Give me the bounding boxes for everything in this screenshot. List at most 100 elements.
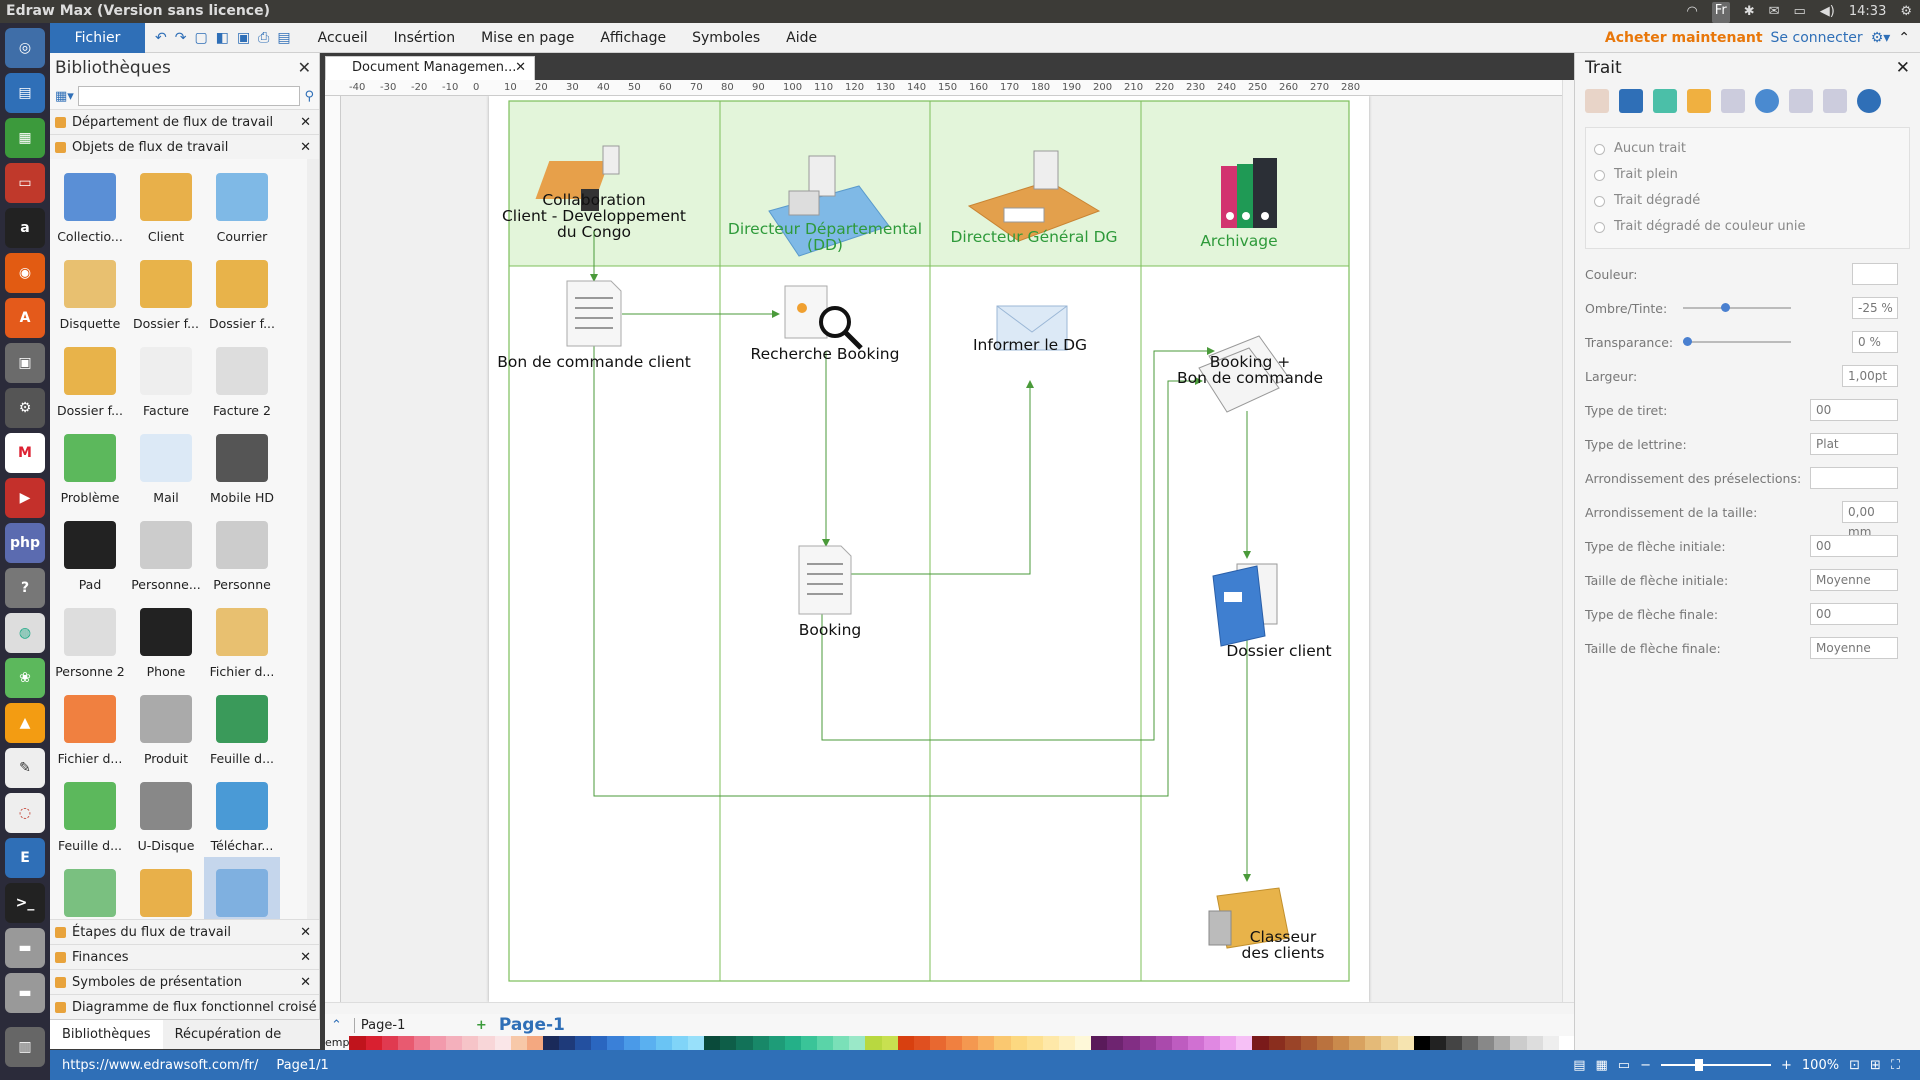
php-icon[interactable]: php xyxy=(5,523,45,563)
shape-item[interactable]: Mail xyxy=(128,422,204,509)
system-settings-icon[interactable]: ⚙ xyxy=(5,388,45,428)
file-menu[interactable]: Fichier xyxy=(50,22,145,53)
palette-swatch[interactable] xyxy=(1316,1036,1334,1050)
help-icon[interactable] xyxy=(1857,89,1881,113)
trait-property-control[interactable]: -25 % xyxy=(1852,297,1898,319)
page-tab-active[interactable]: Page-1 xyxy=(498,1015,565,1035)
clock[interactable]: 14:33 xyxy=(1848,4,1887,19)
category-objets[interactable]: Objets de flux de travail✕ xyxy=(50,134,319,159)
palette-swatch[interactable] xyxy=(655,1036,672,1050)
volume-icon[interactable]: ◀) xyxy=(1819,4,1835,19)
shape-item[interactable]: Collectio... xyxy=(52,161,128,248)
keyboard-language[interactable]: Fr xyxy=(1711,2,1730,23)
palette-swatch[interactable] xyxy=(1139,1036,1156,1050)
palette-swatch[interactable] xyxy=(720,1036,737,1050)
shape-item[interactable]: Phone xyxy=(128,596,204,683)
palette-swatch[interactable] xyxy=(1268,1036,1285,1050)
palette-swatch[interactable] xyxy=(752,1036,769,1050)
edraw-icon[interactable]: E xyxy=(5,838,45,878)
palette-swatch[interactable] xyxy=(1123,1036,1140,1050)
youtube-icon[interactable]: ▶ xyxy=(5,478,45,518)
amazon-icon[interactable]: a xyxy=(5,208,45,248)
color-palette[interactable]: emp xyxy=(325,1036,1575,1050)
page-select[interactable]: Page-1 xyxy=(353,1017,464,1033)
trait-property-control[interactable]: 0,00 mm xyxy=(1842,501,1898,539)
palette-swatch[interactable] xyxy=(913,1036,930,1050)
horizontal-scrollbar[interactable] xyxy=(325,1002,1574,1014)
shape-item[interactable]: Personne... xyxy=(128,509,204,596)
palette-swatch[interactable] xyxy=(1478,1036,1495,1050)
menu-mise-en-page[interactable]: Mise en page xyxy=(481,29,575,46)
palette-swatch[interactable] xyxy=(962,1036,979,1050)
palette-swatch[interactable] xyxy=(1075,1036,1092,1050)
node-informer-dg[interactable]: Informer le DG xyxy=(973,336,1087,354)
palette-swatch[interactable] xyxy=(946,1036,963,1050)
view-normal-icon[interactable]: ▤ xyxy=(1573,1057,1586,1073)
node-dossier-client[interactable]: Dossier client xyxy=(1226,642,1331,660)
shape-item[interactable]: Dossier f... xyxy=(52,335,128,422)
close-library-icon[interactable]: ✕ xyxy=(297,58,311,77)
pdf-icon[interactable]: ◌ xyxy=(5,793,45,833)
shape-item[interactable]: Problème xyxy=(52,422,128,509)
help-icon[interactable]: ? xyxy=(5,568,45,608)
palette-swatch[interactable] xyxy=(1381,1036,1398,1050)
drive-icon[interactable]: ▬ xyxy=(5,928,45,968)
trash-icon[interactable]: ▥ xyxy=(5,1027,45,1067)
shape-item[interactable]: Fichier d... xyxy=(52,683,128,770)
palette-swatch[interactable] xyxy=(800,1036,818,1050)
terminal-icon[interactable]: >_ xyxy=(5,883,45,923)
palette-swatch[interactable] xyxy=(1526,1036,1543,1050)
firefox-icon[interactable]: ◉ xyxy=(5,253,45,293)
shape-item[interactable]: Dossier f... xyxy=(128,248,204,335)
palette-swatch[interactable] xyxy=(929,1036,947,1050)
software-center-icon[interactable]: A xyxy=(5,298,45,338)
category-presentation[interactable]: Symboles de présentation✕ xyxy=(50,969,319,994)
presentation-icon[interactable]: ▭ xyxy=(1617,1057,1631,1073)
palette-swatch[interactable] xyxy=(817,1036,834,1050)
category-etapes[interactable]: Étapes du flux de travail✕ xyxy=(50,919,319,944)
line-icon[interactable] xyxy=(1619,89,1643,113)
palette-swatch[interactable] xyxy=(430,1036,447,1050)
palette-swatch[interactable] xyxy=(526,1036,543,1050)
trait-property-control[interactable] xyxy=(1810,467,1898,489)
option-trait-degrade-unie[interactable]: Trait dégradé de couleur unie xyxy=(1586,214,1909,240)
close-document-icon[interactable]: ✕ xyxy=(515,60,526,75)
fullscreen-icon[interactable]: ⛶ xyxy=(1890,1057,1900,1073)
fit-width-icon[interactable]: ⊞ xyxy=(1869,1057,1881,1073)
palette-swatch[interactable] xyxy=(1042,1036,1059,1050)
new-icon[interactable]: ▢ xyxy=(194,29,208,46)
menu-affichage[interactable]: Affichage xyxy=(600,29,667,46)
trait-property-control[interactable]: 00 xyxy=(1810,535,1898,557)
close-category-icon[interactable]: ✕ xyxy=(300,140,311,155)
search-icon[interactable]: ⚲ xyxy=(304,88,314,104)
fit-page-icon[interactable]: ⊡ xyxy=(1849,1057,1860,1073)
palette-swatch[interactable] xyxy=(784,1036,801,1050)
calc-icon[interactable]: ▦ xyxy=(5,118,45,158)
website-link[interactable]: https://www.edrawsoft.com/fr/ xyxy=(62,1057,259,1073)
connector[interactable] xyxy=(841,380,1034,575)
palette-swatch[interactable] xyxy=(1365,1036,1382,1050)
spring-icon[interactable]: ❀ xyxy=(5,658,45,698)
close-category-icon[interactable]: ✕ xyxy=(300,950,311,965)
document-tab[interactable]: Document Managemen... ✕ xyxy=(325,56,535,80)
trait-property-control[interactable]: 00 xyxy=(1810,399,1898,421)
shape-item[interactable]: Utilisateur xyxy=(128,857,204,919)
palette-swatch[interactable] xyxy=(1155,1036,1172,1050)
shape-item[interactable]: Téléchar... xyxy=(52,857,128,919)
connector[interactable] xyxy=(593,346,1203,797)
node-booking-bon[interactable]: Booking +Bon de commande xyxy=(1177,353,1323,387)
node-booking[interactable]: Booking xyxy=(799,621,862,639)
trait-property-control[interactable]: 1,00pt xyxy=(1842,365,1898,387)
settings-gear-icon[interactable]: ⚙ xyxy=(1900,4,1912,19)
save-icon[interactable]: ▣ xyxy=(236,29,251,46)
zoom-in-icon[interactable]: + xyxy=(1781,1057,1792,1073)
palette-swatch[interactable] xyxy=(1026,1036,1043,1050)
trait-property-control[interactable]: Moyenne xyxy=(1810,569,1898,591)
category-flux-croise[interactable]: Diagramme de flux fonctionnel croisé ver xyxy=(50,994,319,1040)
wifi-icon[interactable]: ◠ xyxy=(1686,4,1698,19)
shape-item[interactable]: Courrier xyxy=(204,161,280,248)
palette-swatch[interactable] xyxy=(1058,1036,1076,1050)
palette-swatch[interactable] xyxy=(1010,1036,1027,1050)
battery-icon[interactable]: ▭ xyxy=(1793,4,1806,19)
